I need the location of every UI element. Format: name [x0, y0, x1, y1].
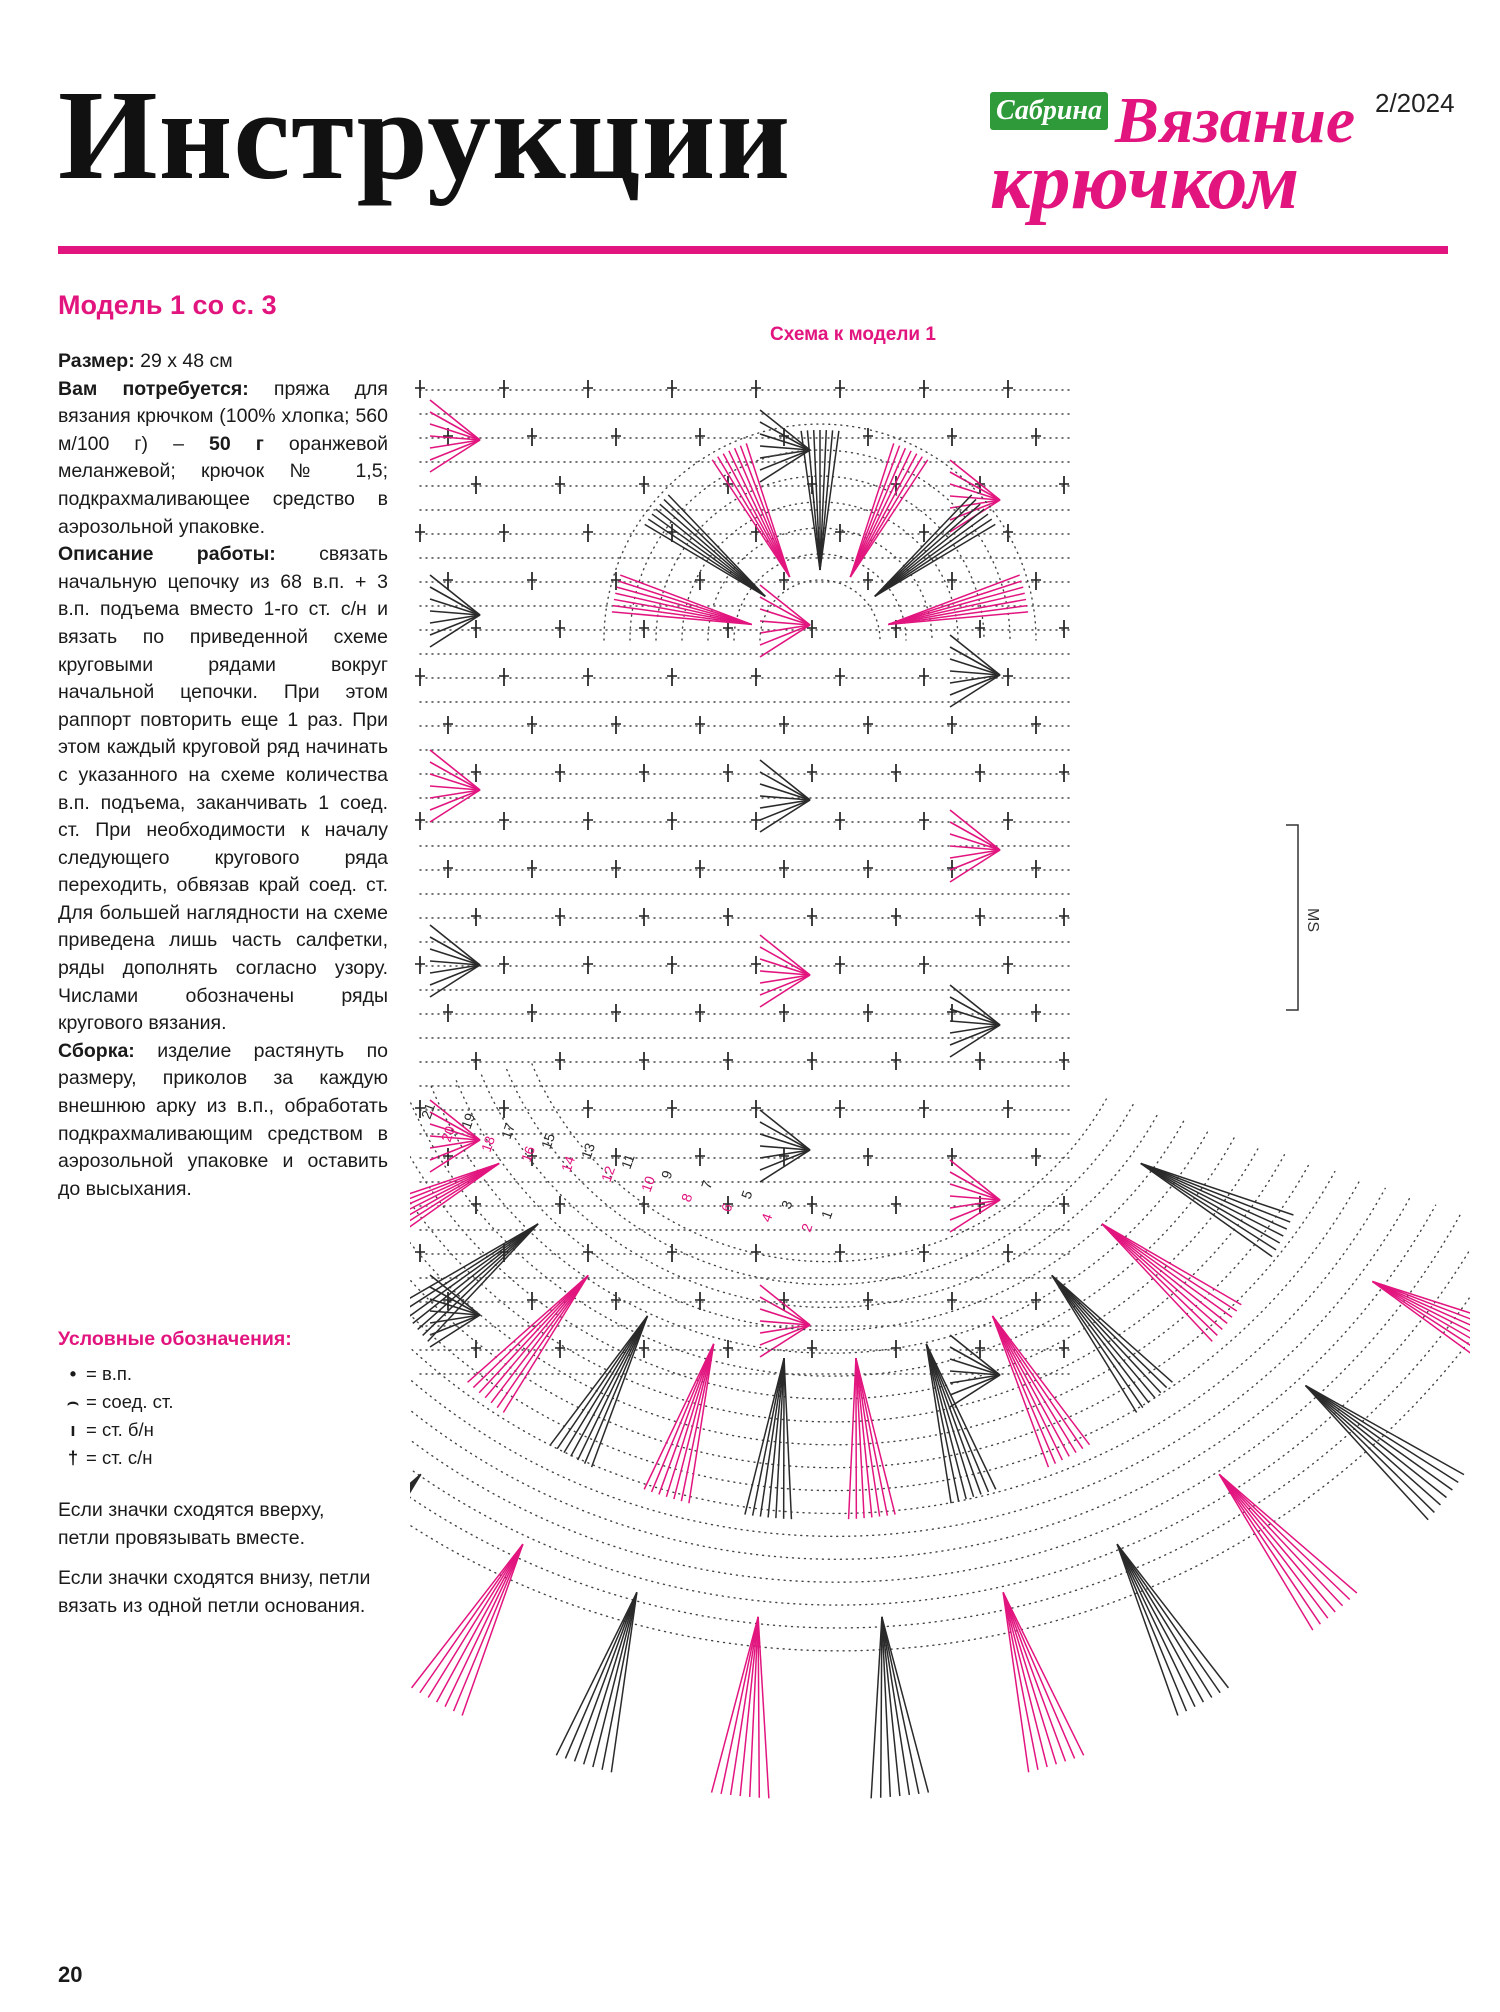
model-title: Модель 1 со с. 3: [58, 290, 277, 320]
legend-label: = ст. б/н: [86, 1419, 154, 1440]
description-paragraph: Описание работы: связать начальную цепоч…: [58, 541, 388, 1038]
row-number: 17: [498, 1121, 518, 1141]
size-value: 29 х 48 см: [140, 350, 233, 372]
row-number: 18: [478, 1134, 498, 1154]
row-number: 15: [538, 1131, 558, 1151]
legend-item-double: † = ст. с/н: [66, 1444, 153, 1472]
description-text: связать начальную цепочку из 68 в.п. + 3…: [58, 543, 388, 1035]
materials-text-2: оранжевой меланжевой; крючок № 1,5; подк…: [58, 432, 388, 538]
materials-paragraph: Вам потребуется: пряжа для вязания крючк…: [58, 376, 388, 542]
materials-text: пряжа для вязания крючком (100% хлопка; …: [58, 377, 388, 455]
size-paragraph: Размер: 29 х 48 см: [58, 348, 388, 376]
row-number: 1: [818, 1208, 836, 1221]
single-crochet-icon: ı: [70, 1419, 76, 1440]
legend-item-chain: • = в.п.: [66, 1360, 132, 1388]
rapport-label: MS: [1304, 908, 1321, 932]
row-number: 21: [418, 1101, 438, 1121]
page-title: Инструкции: [58, 60, 791, 210]
row-number: 2: [798, 1221, 816, 1234]
legend-label: = ст. с/н: [86, 1447, 153, 1468]
page-title-text: Инструкции: [58, 64, 792, 206]
assembly-paragraph: Сборка: изделие растянуть по размеру, пр…: [58, 1038, 388, 1204]
page-number: 20: [58, 1962, 83, 1987]
note-increase: Если значки сходятся внизу, петли вязать…: [58, 1567, 371, 1617]
scheme-pattern: [410, 380, 1470, 1799]
row-number: 19: [458, 1111, 478, 1131]
row-number: 5: [738, 1188, 756, 1201]
brand-logo-line1: Вязание: [1115, 84, 1356, 157]
assembly-text: изделие растянуть по размеру, приколов з…: [58, 1039, 388, 1200]
rapport-bracket: MS: [1286, 824, 1321, 1011]
row-number: 3: [778, 1198, 796, 1211]
row-number: 4: [758, 1211, 776, 1224]
legend-label: = соед. ст.: [86, 1391, 174, 1412]
assembly-label: Сборка:: [58, 1039, 135, 1062]
row-number: 16: [518, 1144, 538, 1164]
double-crochet-icon: †: [67, 1447, 79, 1468]
description-label: Описание работы:: [58, 543, 276, 566]
row-number: 12: [598, 1164, 618, 1184]
note-decrease: Если значки сходятся вверху, петли провя…: [58, 1499, 325, 1549]
row-number: 7: [698, 1178, 716, 1191]
chain-stitch-icon: •: [69, 1363, 77, 1384]
legend-title: Условные обозначения:: [58, 1328, 292, 1350]
row-number: 11: [618, 1152, 638, 1171]
issue-number: 2/2024: [1375, 88, 1455, 118]
scheme-title: Схема к модели 1: [770, 324, 936, 345]
row-number: 20: [438, 1124, 458, 1144]
row-number: 10: [638, 1174, 658, 1194]
legend-item-slip: ⌢ = соед. ст.: [66, 1388, 174, 1416]
materials-label: Вам потребуется:: [58, 377, 249, 400]
row-number: 14: [558, 1154, 578, 1174]
legend-label: = в.п.: [86, 1363, 133, 1384]
brand-badge: Сабрина: [990, 92, 1108, 130]
row-number: 13: [578, 1141, 598, 1161]
size-label: Размер:: [58, 350, 135, 372]
row-number: 9: [658, 1168, 676, 1181]
row-number: 6: [718, 1201, 736, 1214]
header-divider: [58, 246, 1448, 254]
row-number: 8: [678, 1191, 696, 1204]
slip-stitch-icon: ⌢: [66, 1391, 80, 1412]
legend-item-single: ı = ст. б/н: [66, 1416, 154, 1444]
materials-amount: 50 г: [208, 432, 264, 455]
brand-logo-line2: крючком: [990, 138, 1300, 226]
instructions-text: Размер: 29 х 48 см Вам потребуется: пряж…: [58, 348, 388, 1203]
